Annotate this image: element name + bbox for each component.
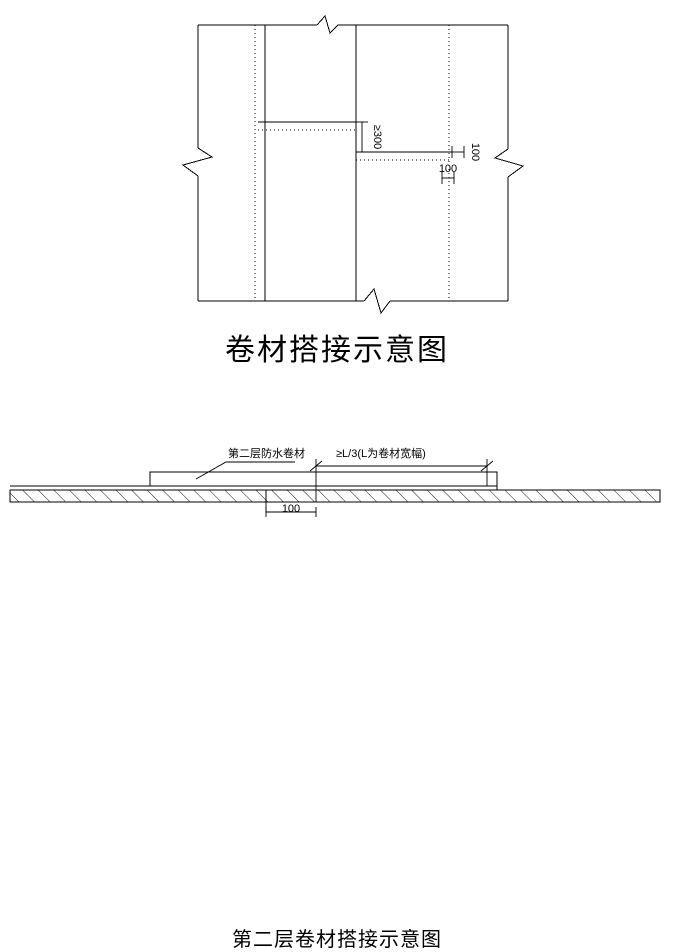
second-layer-membrane-label: 第二层防水卷材: [228, 446, 305, 460]
left-break-symbol: [181, 147, 214, 177]
dim-100-upper-label: 100: [469, 143, 481, 161]
substrate-hatching: [10, 490, 660, 502]
bottom-break-symbol: [363, 287, 391, 315]
base-dim-label: 100: [282, 503, 300, 515]
membrane-lap-diagram: ≥300 100 100 卷材搭接示意图: [0, 0, 674, 390]
top-break-symbol: [316, 14, 339, 34]
membrane-leader-line: [195, 461, 295, 480]
offset-dim-arrow-right: [480, 460, 494, 472]
dim-300-label: ≥300: [371, 125, 383, 149]
second-layer-lap-diagram: 第二层防水卷材 ≥L/3(L为卷材宽幅) 100 第二层卷材搭接示意图: [0, 390, 674, 951]
dim-100-lower-label: 100: [439, 163, 457, 175]
offset-dim-arrow-left: [309, 460, 323, 472]
right-break-symbol: [493, 148, 525, 178]
second-layer-membrane: [149, 471, 498, 487]
membrane-lap-svg: ≥300 100 100: [181, 14, 525, 315]
substrate-outline: [9, 489, 661, 503]
bottom-figure-caption: 第二层卷材搭接示意图: [232, 929, 442, 951]
top-figure-caption: 卷材搭接示意图: [225, 334, 449, 367]
second-layer-lap-svg: 第二层防水卷材 ≥L/3(L为卷材宽幅) 100: [9, 446, 661, 517]
offset-note-label: ≥L/3(L为卷材宽幅): [336, 446, 426, 460]
